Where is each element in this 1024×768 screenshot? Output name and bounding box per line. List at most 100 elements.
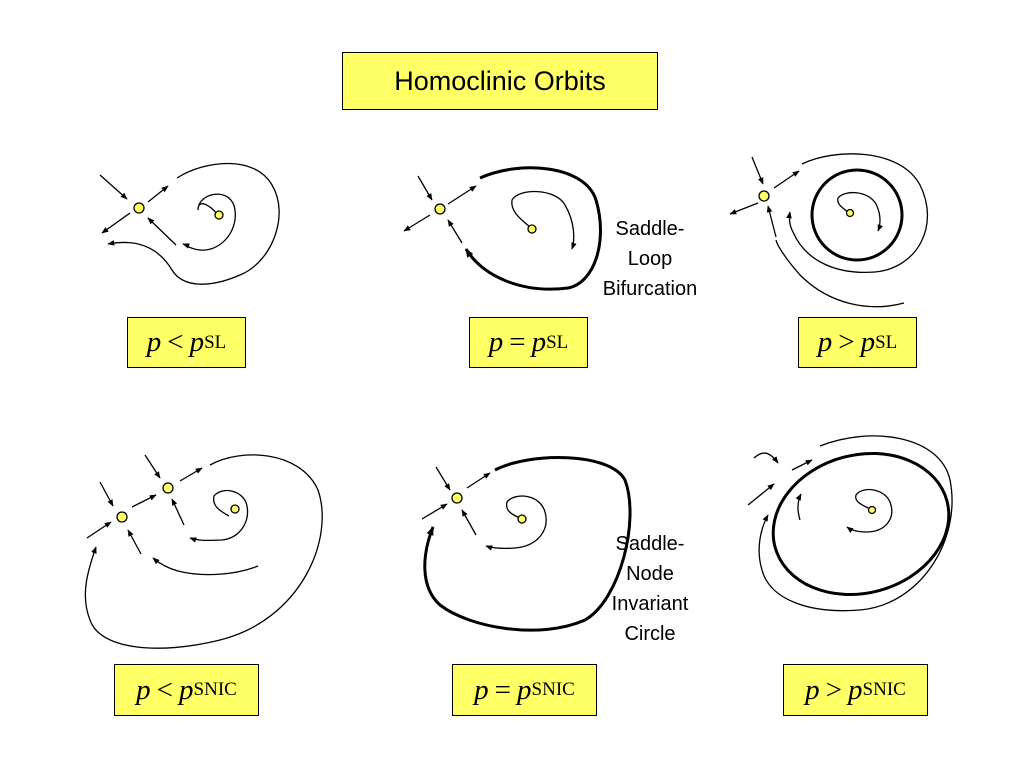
limit-cycle (810, 168, 904, 262)
node-stable-arrow-top (144, 454, 161, 479)
outer-orbit (786, 153, 929, 274)
ghost-arrow-short (791, 459, 813, 471)
stable-arrow-in-top (751, 156, 764, 185)
focus-point (230, 504, 240, 514)
outer-orbit (758, 435, 953, 612)
label-relation: < (156, 673, 174, 706)
saddle-point (434, 203, 446, 215)
focus-point (527, 224, 537, 234)
panel-sl-equal (403, 166, 602, 291)
label-parameter: p (189, 326, 205, 358)
unstable-arrow-out-right (773, 170, 800, 189)
saddle-loop-note: Saddle- Loop Bifurcation (585, 214, 715, 304)
connector-arrow (131, 494, 157, 508)
note-line: Saddle- (615, 218, 685, 240)
label-parameter: p (531, 326, 547, 358)
note-line: Node (626, 563, 674, 585)
saddle-point (133, 202, 145, 214)
label-relation: > (838, 326, 855, 358)
node-arrow-out-right (179, 467, 203, 482)
stable-arrow-in-bottom (127, 529, 142, 555)
unstable-manifold-spiral (107, 162, 280, 285)
saddle-point (116, 511, 128, 523)
label-variable: p (488, 326, 504, 358)
invariant-circle (423, 456, 632, 632)
homoclinic-loop (464, 166, 602, 291)
outer-orbit (84, 454, 323, 649)
stable-arrow-in-top (99, 481, 114, 507)
saddle-node-point (451, 492, 463, 504)
stable-spiral (182, 193, 236, 251)
label-variable: p (805, 673, 820, 706)
note-line: Bifurcation (602, 278, 698, 300)
label-variable: p (817, 326, 833, 358)
stable-spiral (511, 190, 577, 250)
snic-note: Saddle- Node Invariant Circle (585, 529, 715, 649)
label-relation: = (494, 673, 512, 706)
stable-arrow-in-bottom (147, 217, 177, 246)
note-line: Saddle- (615, 533, 685, 555)
label-relation: > (825, 673, 843, 706)
stable-arrow-in-bottom (766, 205, 777, 238)
focus-point (214, 210, 224, 220)
panel-snic-above (747, 435, 953, 612)
stable-arrow-in-top (99, 174, 128, 200)
label-subscript: SL (546, 331, 569, 353)
stable-spiral (485, 495, 547, 551)
incoming-arrow-left (421, 503, 448, 520)
node-stable-arrow-bottom (171, 498, 185, 526)
stable-arrow-in-top (417, 175, 433, 201)
label-subscript: SNIC (862, 679, 906, 700)
saddle-point (758, 190, 770, 202)
note-line: Loop (627, 248, 673, 270)
label-variable: p (474, 673, 489, 706)
left-trajectory (795, 493, 802, 521)
label-relation: = (509, 326, 526, 358)
stable-spiral (837, 192, 883, 232)
panel-snic-below (84, 454, 323, 649)
incoming-arrow-left (86, 521, 112, 539)
label-subscript: SNIC (531, 679, 575, 700)
focus-point (867, 505, 877, 515)
ghost-arrow-left (747, 483, 775, 506)
panel-snic-equal (421, 456, 632, 632)
unstable-arrow-out-right (447, 185, 477, 205)
focus-point (517, 514, 527, 524)
stable-spiral (846, 488, 893, 534)
panel-sl-above (729, 153, 929, 308)
label-subscript: SNIC (193, 679, 237, 700)
stable-arrow-in-bottom (447, 219, 463, 244)
label-parameter: p (860, 326, 876, 358)
label-subscript: SL (875, 331, 898, 353)
panel-sl-below (99, 162, 280, 285)
inner-trajectory (152, 557, 259, 576)
stable-arrow-in-bottom (461, 509, 477, 536)
note-line: Invariant (611, 593, 689, 615)
ghost-arrow-curved (753, 452, 779, 464)
label-variable: p (136, 673, 151, 706)
limit-cycle (771, 451, 951, 597)
unstable-arrow-out-left (403, 214, 431, 232)
label-parameter: p (848, 673, 863, 706)
label-subscript: SL (204, 331, 227, 353)
note-line: Circle (624, 623, 676, 645)
focus-point (845, 208, 855, 218)
node-point (162, 482, 174, 494)
page-title: Homoclinic Orbits (342, 52, 658, 110)
label-relation: < (167, 326, 184, 358)
unstable-arrow-out-left (729, 202, 759, 215)
stable-spiral (189, 489, 249, 543)
unstable-arrow-out-left (101, 212, 131, 234)
unstable-arrow-out-right (466, 472, 491, 489)
stable-arrow-in-top (435, 466, 451, 491)
label-variable: p (146, 326, 162, 358)
label-parameter: p (517, 673, 532, 706)
incoming-trajectory (775, 239, 905, 308)
